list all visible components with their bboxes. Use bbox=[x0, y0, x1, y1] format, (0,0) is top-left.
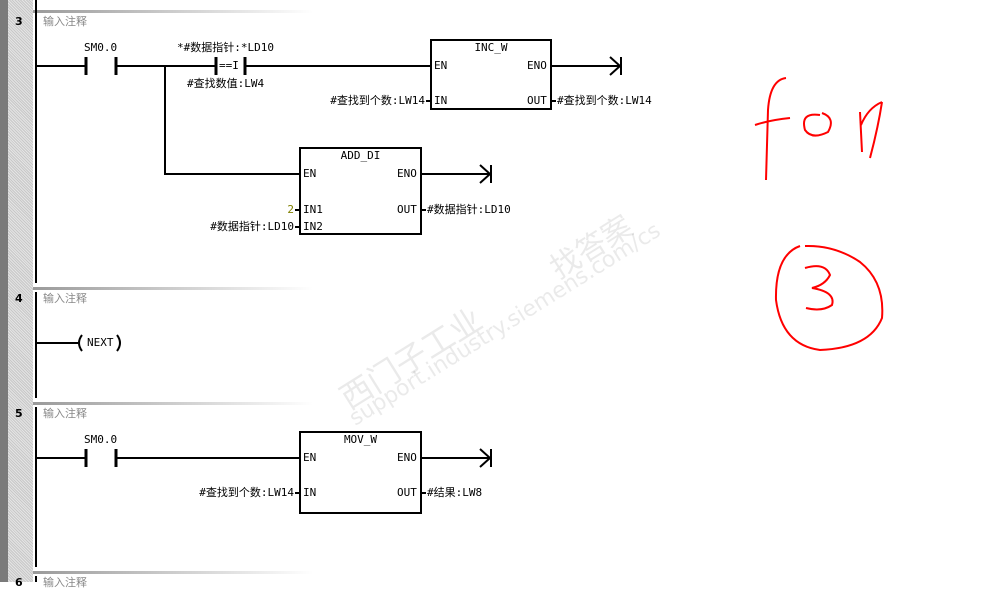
pin-en: EN bbox=[303, 167, 317, 180]
coil-left bbox=[78, 334, 83, 352]
network-comment[interactable]: 输入注释 bbox=[43, 292, 87, 305]
pin-in2: IN2 bbox=[303, 220, 323, 233]
pin-en: EN bbox=[434, 59, 448, 72]
network-number-column bbox=[8, 0, 33, 582]
coil-right bbox=[116, 334, 121, 352]
add-di-box bbox=[299, 147, 422, 235]
network-number: 6 bbox=[15, 576, 23, 589]
compare-operator: ==I bbox=[219, 59, 239, 72]
contact-label[interactable]: SM0.0 bbox=[84, 433, 118, 446]
box-title: ADD_DI bbox=[340, 149, 381, 162]
handwritten-annotation bbox=[754, 77, 884, 352]
network-separator bbox=[33, 571, 313, 574]
box-title: MOV_W bbox=[343, 433, 378, 446]
network-comment[interactable]: 输入注释 bbox=[43, 407, 87, 420]
pin-in1: IN1 bbox=[303, 203, 323, 216]
compare-operand-2[interactable]: #查找数值:LW4 bbox=[187, 77, 265, 90]
network-comment[interactable]: 输入注释 bbox=[43, 576, 87, 589]
pin-out: OUT bbox=[397, 203, 417, 216]
add-in2-operand[interactable]: #数据指针:LD10 bbox=[210, 220, 294, 233]
add-in1-constant[interactable]: 2 bbox=[287, 203, 294, 216]
left-margin bbox=[0, 0, 8, 582]
inc-w-box bbox=[430, 39, 552, 110]
network-number: 5 bbox=[15, 407, 23, 420]
mov-in-operand[interactable]: #查找到个数:LW14 bbox=[199, 486, 294, 499]
pin-eno: ENO bbox=[397, 451, 417, 464]
contact-label[interactable]: SM0.0 bbox=[84, 41, 118, 54]
compare-operand-1[interactable]: *#数据指针:*LD10 bbox=[177, 41, 274, 54]
pin-eno: ENO bbox=[397, 167, 417, 180]
box-title: INC_W bbox=[474, 41, 508, 54]
inc-in-operand[interactable]: #查找到个数:LW14 bbox=[330, 94, 425, 107]
pin-in: IN bbox=[303, 486, 317, 499]
pin-out: OUT bbox=[397, 486, 417, 499]
contact-sm0-0 bbox=[84, 57, 118, 75]
mov-w-box bbox=[299, 431, 422, 514]
network-comment[interactable]: 输入注释 bbox=[43, 15, 87, 28]
network-separator bbox=[33, 10, 313, 13]
add-out-operand[interactable]: #数据指针:LD10 bbox=[427, 203, 511, 216]
network-separator bbox=[33, 287, 313, 290]
inc-out-operand[interactable]: #查找到个数:LW14 bbox=[557, 94, 652, 107]
network-number: 3 bbox=[15, 15, 23, 28]
next-coil[interactable]: NEXT bbox=[87, 336, 114, 349]
pin-eno: ENO bbox=[527, 59, 547, 72]
pin-in: IN bbox=[434, 94, 448, 107]
network-separator bbox=[33, 402, 313, 405]
mov-out-operand[interactable]: #结果:LW8 bbox=[427, 486, 483, 499]
pin-en: EN bbox=[303, 451, 317, 464]
pin-out: OUT bbox=[527, 94, 547, 107]
network-number: 4 bbox=[15, 292, 23, 305]
